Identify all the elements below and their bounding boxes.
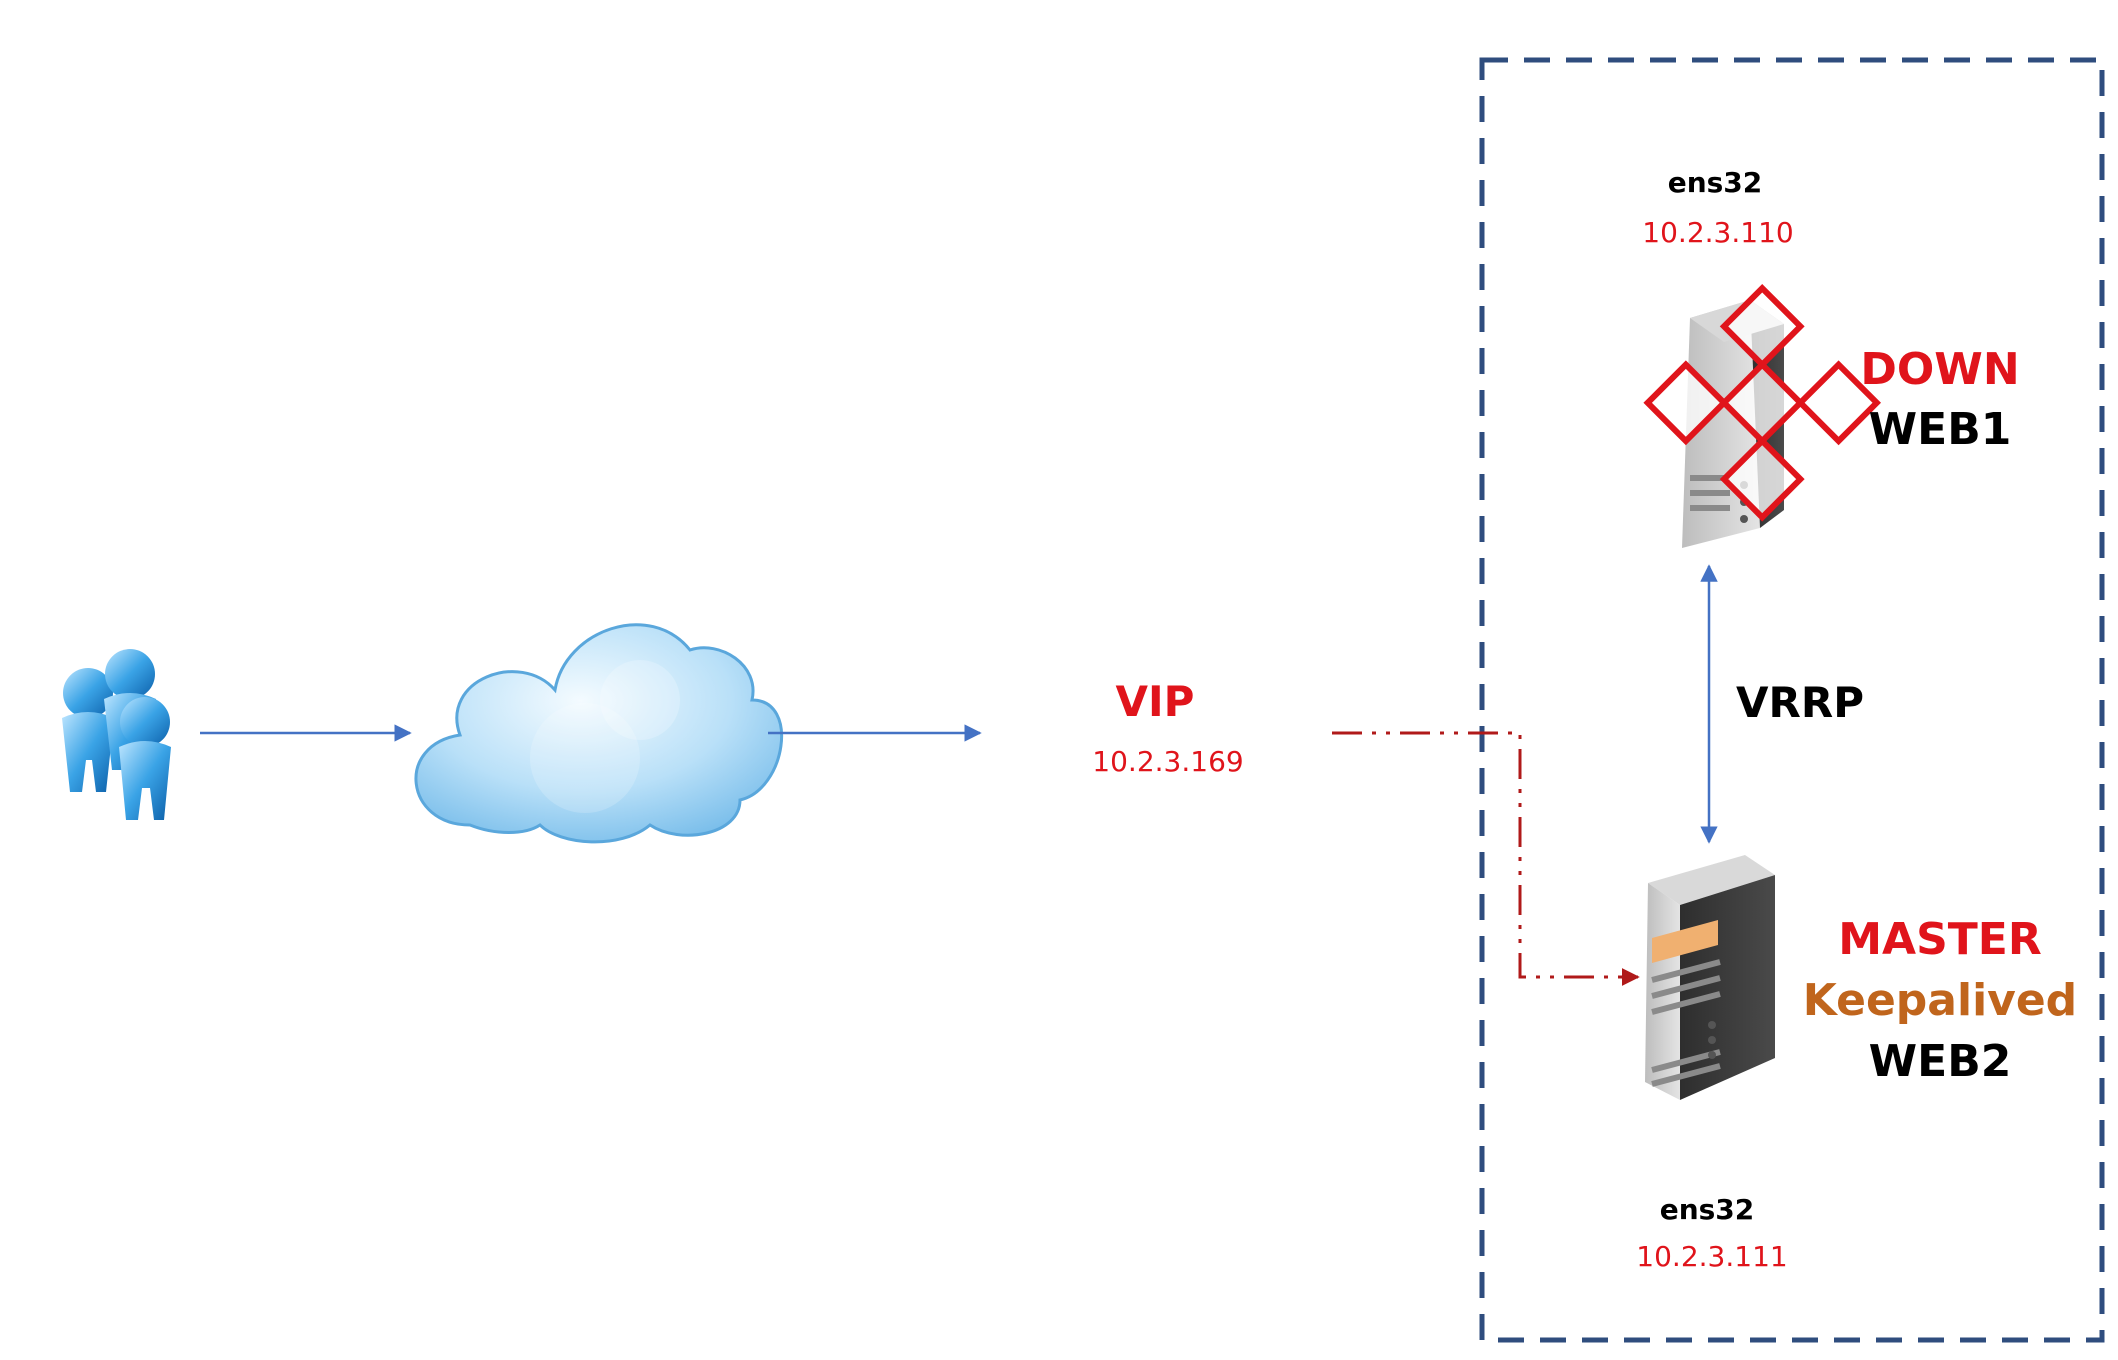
web2-ip: 10.2.3.111 bbox=[1636, 1240, 1788, 1273]
web2-service: Keepalived bbox=[1802, 975, 2078, 1026]
web2-name: WEB2 bbox=[1868, 1036, 2012, 1087]
vip-ip: 10.2.3.169 bbox=[1092, 745, 1244, 778]
web1-ip: 10.2.3.110 bbox=[1642, 216, 1794, 249]
vrrp-label: VRRP bbox=[1736, 678, 1864, 727]
server-icon bbox=[1645, 855, 1775, 1100]
web1-status: DOWN bbox=[1860, 344, 2020, 395]
cluster-boundary bbox=[1479, 57, 2105, 1343]
vip-label: VIP bbox=[1115, 677, 1195, 726]
web1-name: WEB1 bbox=[1868, 404, 2012, 455]
failure-x-icon bbox=[1643, 283, 1882, 522]
cloud-icon bbox=[414, 623, 784, 844]
users-icon bbox=[62, 649, 171, 820]
vip-to-web2-link bbox=[1332, 731, 1640, 986]
web2-interface: ens32 bbox=[1659, 1193, 1755, 1226]
web1-interface: ens32 bbox=[1667, 166, 1763, 199]
web2-role: MASTER bbox=[1838, 914, 2042, 965]
